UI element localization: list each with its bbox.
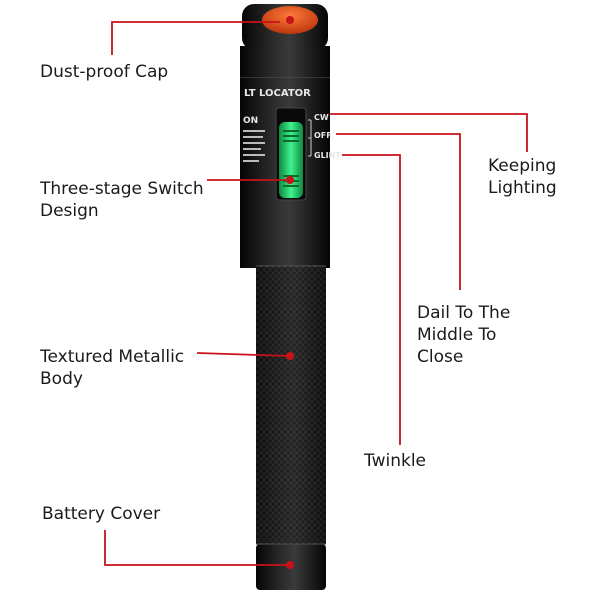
textured-metallic-body [256, 265, 326, 544]
label-switch-line2: Design [40, 201, 99, 221]
callout-dots [286, 16, 294, 569]
label-dail-line2: Middle To [417, 325, 497, 345]
label-dail-middle-close: Dail To The Middle To Close [417, 302, 510, 368]
callout-keeping [330, 113, 528, 152]
dust-proof-cap [240, 4, 330, 79]
power-text: ON [243, 116, 258, 126]
label-body-line1: Textured Metallic [40, 347, 185, 367]
label-battery-cover: Battery Cover [42, 504, 161, 524]
three-stage-switch[interactable] [279, 122, 303, 198]
callout-battery [104, 530, 290, 566]
switch-cw-label: CW [314, 113, 329, 122]
label-textured-body: Textured Metallic Body [40, 346, 184, 390]
switch-glint-label: GLINT [314, 151, 341, 160]
label-keeping-line1: Keeping [488, 156, 557, 176]
callout-lines [104, 21, 528, 566]
label-body-line2: Body [40, 369, 83, 389]
label-switch-line1: Three-stage Switch [40, 179, 204, 199]
brand-text: LT LOCATOR [244, 88, 311, 99]
label-keeping-lighting: Keeping Lighting [488, 155, 557, 199]
label-three-stage-switch: Three-stage Switch Design [40, 178, 204, 222]
switch-off-label: OFF [314, 131, 332, 140]
callout-twinkle [342, 154, 401, 445]
label-dail-line3: Close [417, 347, 464, 367]
callout-body [196, 352, 291, 357]
label-keeping-line2: Lighting [488, 178, 557, 198]
label-dail-line1: Dail To The [417, 303, 511, 323]
callout-dust-cap [111, 21, 280, 55]
label-dust-proof-cap: Dust-proof Cap [40, 62, 169, 82]
callout-dail [336, 133, 461, 290]
label-twinkle: Twinkle [364, 451, 426, 471]
